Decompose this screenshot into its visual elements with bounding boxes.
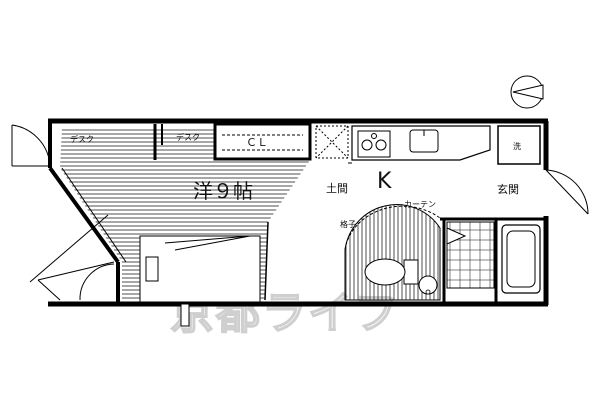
toilet-room bbox=[344, 204, 441, 301]
door-bottom-stub bbox=[180, 303, 190, 327]
door-entrance[interactable] bbox=[545, 169, 589, 215]
curtain-line bbox=[344, 205, 441, 251]
label-lattice: 格子 bbox=[340, 219, 356, 229]
room-label-genkan: 玄関 bbox=[497, 182, 519, 196]
room-label-kitchen: K bbox=[377, 169, 392, 194]
interior-walls bbox=[153, 122, 546, 304]
label-desk-right: デスク bbox=[176, 132, 200, 142]
outer-walls bbox=[48, 118, 549, 307]
room-label-doma: 土間 bbox=[326, 182, 348, 195]
sink bbox=[409, 129, 439, 153]
bed-outline bbox=[139, 235, 261, 305]
label-washer: 洗 bbox=[513, 141, 521, 151]
compass-icon bbox=[510, 75, 544, 109]
label-closet: ＣＬ bbox=[246, 136, 268, 149]
label-curtain: カーテン bbox=[404, 200, 436, 209]
door-left-top[interactable] bbox=[11, 124, 51, 167]
label-desk-left: デスク bbox=[70, 134, 94, 144]
room-label-western: 洋９帖 bbox=[193, 179, 253, 203]
bathroom bbox=[446, 221, 541, 294]
stove bbox=[357, 130, 391, 158]
door-left-bottom[interactable] bbox=[29, 214, 115, 301]
